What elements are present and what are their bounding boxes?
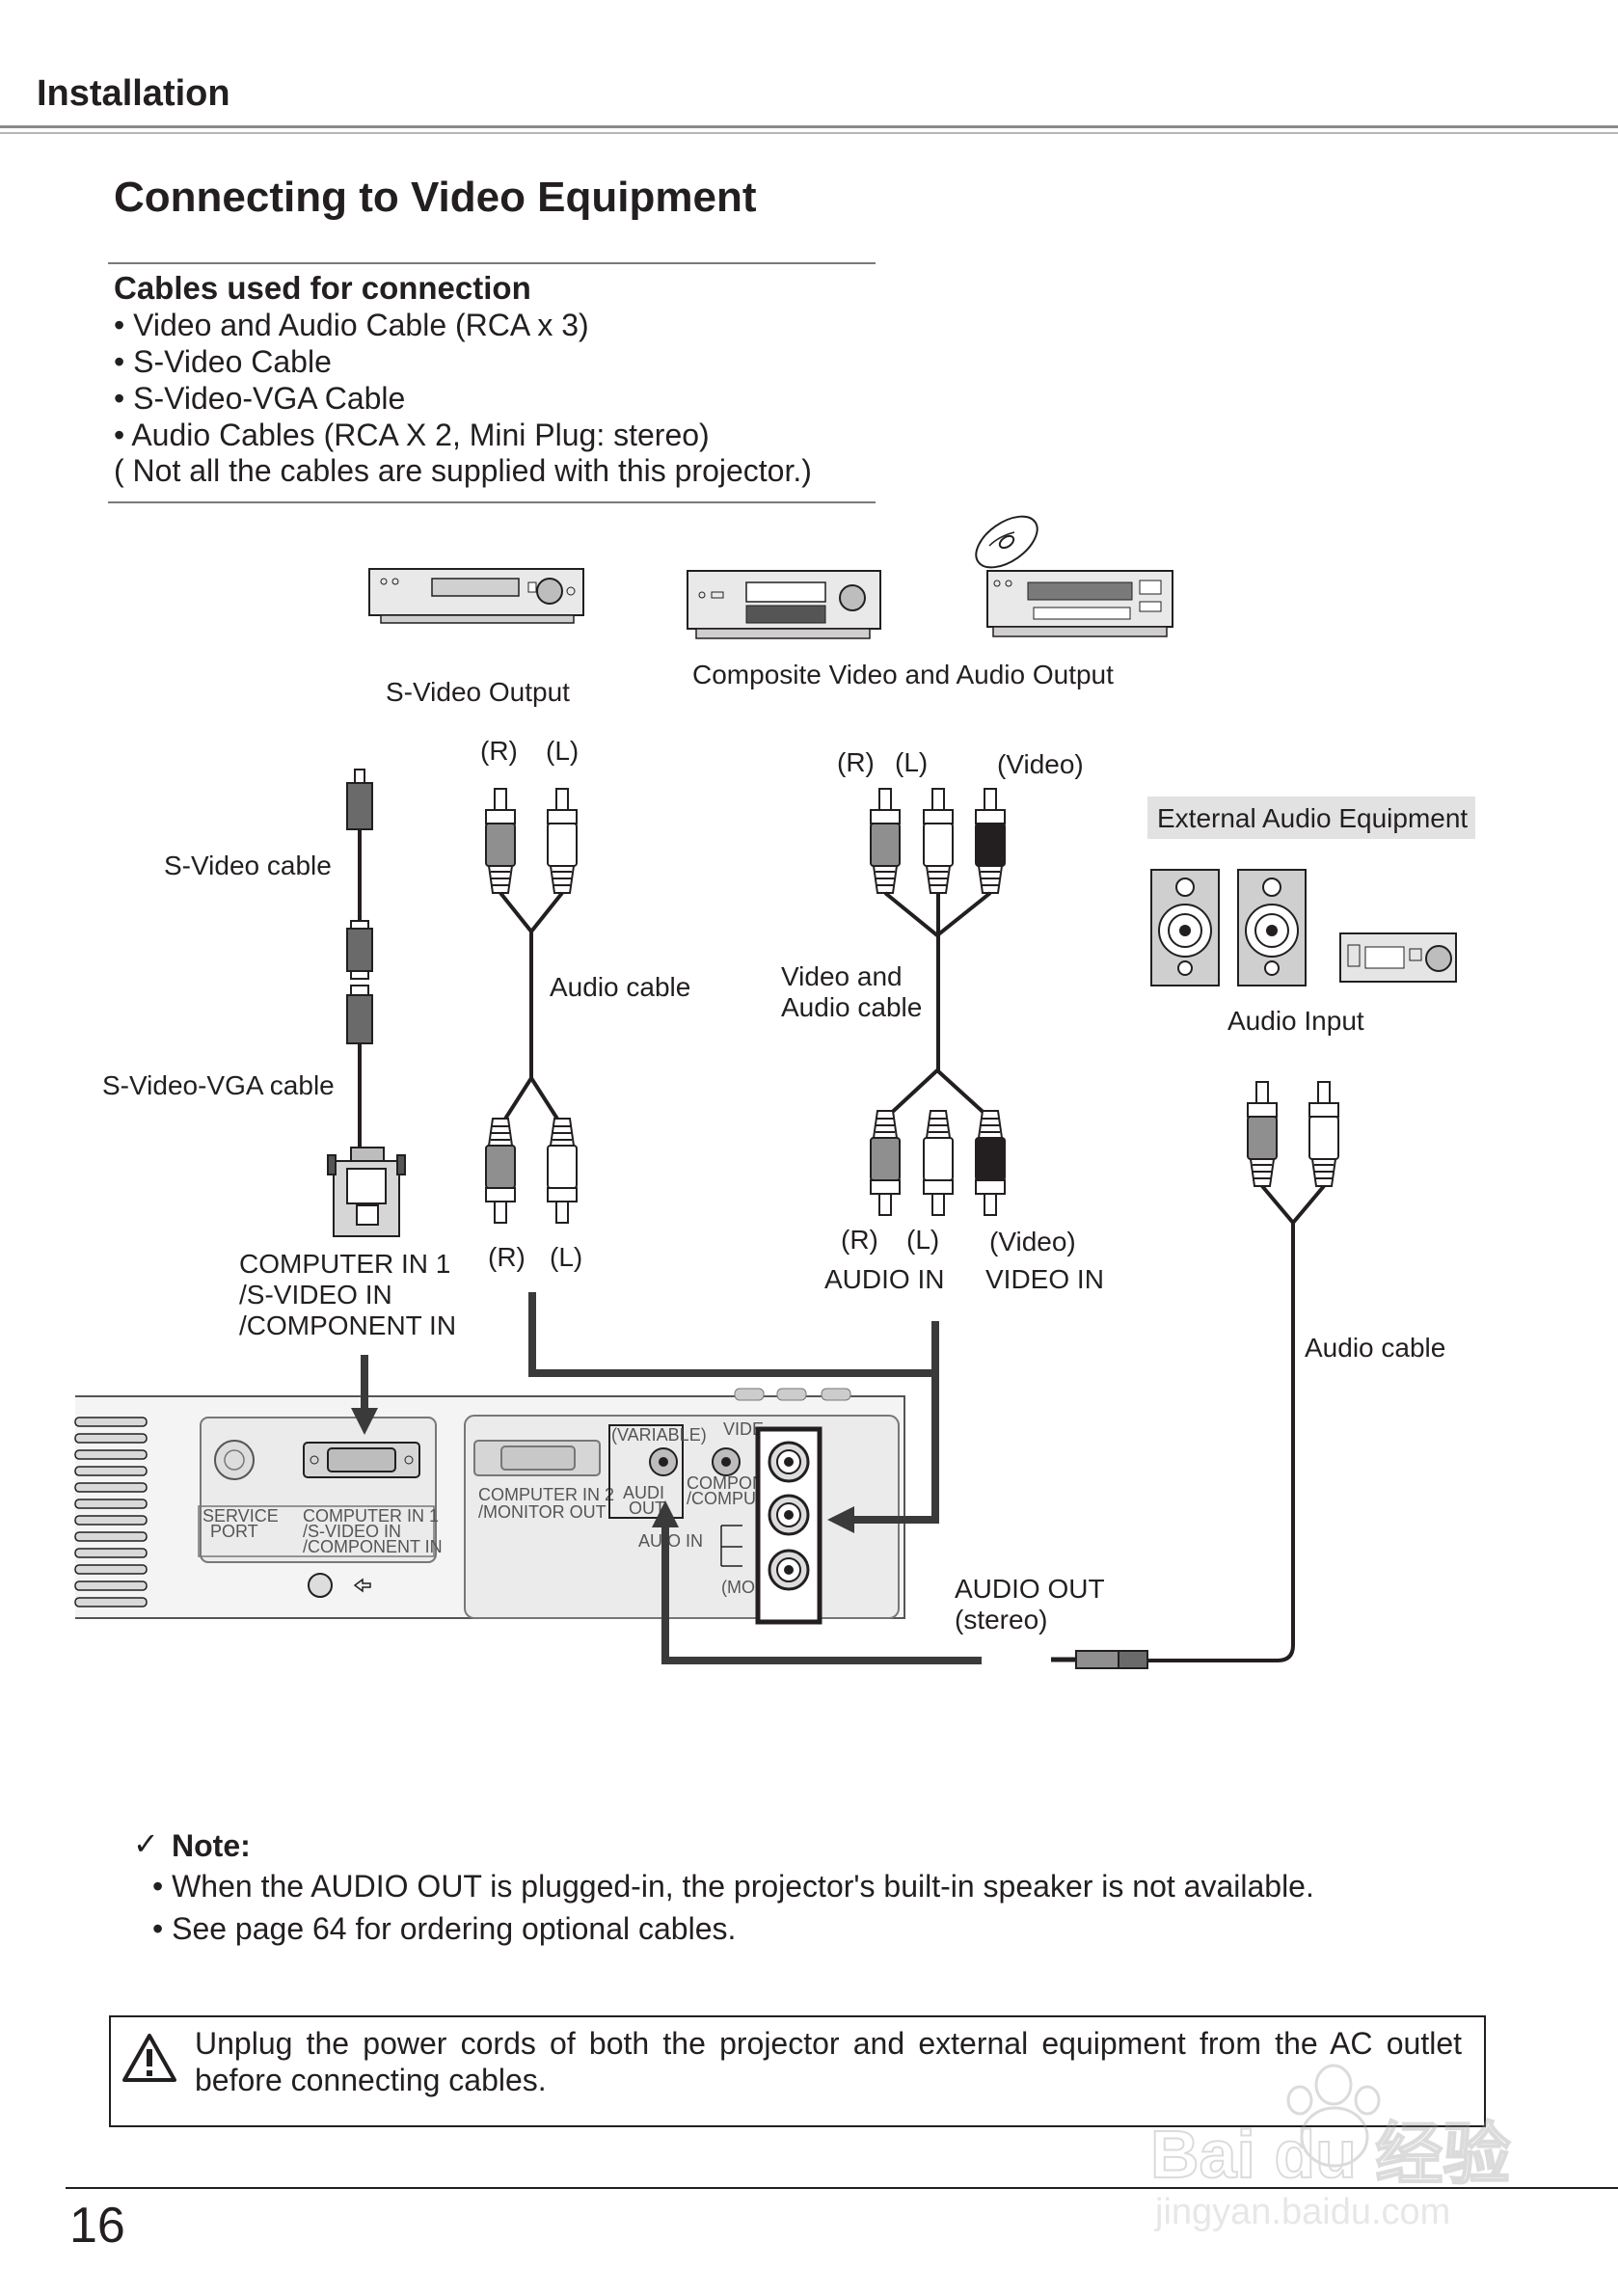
computer-in-label-2: /S-VIDEO IN — [239, 1280, 392, 1310]
note-list: • When the AUDIO OUT is plugged-in, the … — [152, 1865, 1314, 1950]
connection-diagram: S-Video Output Composite Video and Audio… — [74, 515, 1475, 1669]
vcr-svideo-device — [368, 568, 584, 624]
service-port-label: PORT — [210, 1522, 258, 1541]
video-label: (Video) — [989, 1227, 1076, 1256]
audio-in-label: AUDIO IN — [824, 1264, 944, 1294]
l-label: (L) — [546, 736, 579, 766]
l-label: (L) — [906, 1225, 939, 1255]
audio-input-label: Audio Input — [1227, 1006, 1364, 1036]
cable-item: • S-Video-VGA Cable — [114, 381, 406, 416]
panel-component-label: /COMPONENT IN — [303, 1537, 443, 1556]
panel-out-label: OUT — [629, 1499, 665, 1518]
panel-svideo-label: /S-VIDEO IN — [303, 1522, 401, 1541]
speaker-right-icon — [1237, 869, 1307, 986]
projector-panel: SERVICE PORT COMPUTER IN 1 /S-VIDEO IN /… — [74, 1388, 905, 1625]
service-port-label: SERVICE — [202, 1506, 279, 1526]
check-icon: ✓ — [133, 1826, 159, 1861]
svideo-cable — [327, 769, 406, 1237]
connection-arrows — [351, 1292, 982, 1664]
dvd-player-device — [975, 515, 1173, 637]
amplifier-icon — [1339, 932, 1457, 983]
external-audio-label: External Audio Equipment — [1157, 803, 1468, 833]
panel-audio-in-label: AU O IN — [638, 1531, 703, 1551]
l-label: (L) — [550, 1242, 582, 1272]
audio-cable-left: (R) (L) (R) (L) — [480, 736, 582, 1272]
panel-audio-label: AUDI — [623, 1483, 664, 1502]
cables-footnote: ( Not all the cables are supplied with t… — [114, 453, 812, 488]
audio-out-label-1: AUDIO OUT — [955, 1574, 1105, 1604]
panel-variable-label: (VARIABLE) — [611, 1425, 707, 1445]
svg-text:jingyan.baidu.com: jingyan.baidu.com — [1154, 2192, 1450, 2232]
note-item: • See page 64 for ordering optional cabl… — [152, 1911, 737, 1946]
panel-component-label: COMPONE — [687, 1473, 776, 1493]
video-audio-cable: (R) (L) (Video) (R) (L) (Video) — [837, 747, 1084, 1256]
r-label: (R) — [488, 1242, 526, 1272]
panel-video-label: VIDE — [723, 1419, 764, 1439]
svideo-cable-label: S-Video cable — [164, 851, 332, 880]
note-item: • When the AUDIO OUT is plugged-in, the … — [152, 1869, 1314, 1904]
header-rule-thin — [0, 132, 1618, 134]
panel-monitor-out-label: /MONITOR OUT — [478, 1502, 607, 1522]
footer-rule — [66, 2187, 1618, 2189]
cable-item: • S-Video Cable — [114, 344, 332, 379]
warning-box — [109, 2015, 1486, 2127]
baidu-watermark-logo: Bai du 经验 jingyan.baidu.com — [1149, 2064, 1511, 2232]
cables-list: • Video and Audio Cable (RCA x 3) • S-Vi… — [114, 307, 710, 453]
speaker-left-icon — [1150, 869, 1220, 986]
cable-item: • Audio Cables (RCA X 2, Mini Plug: ster… — [114, 418, 710, 452]
video-audio-cable-label-1: Video and — [781, 961, 903, 991]
panel-computer-in-label: COMPUTER IN 1 — [303, 1506, 439, 1526]
r-label: (R) — [837, 747, 875, 777]
note-title: Note: — [172, 1828, 251, 1863]
warning-icon — [122, 2034, 176, 2082]
page-title: Connecting to Video Equipment — [114, 174, 757, 221]
computer-in-label-1: COMPUTER IN 1 — [239, 1249, 450, 1279]
panel-computer-label: /COMPUTI — [687, 1489, 771, 1508]
audio-cable-label: Audio cable — [550, 972, 690, 1002]
svideo-vga-cable-label: S-Video-VGA cable — [102, 1070, 335, 1100]
computer-in-label-3: /COMPONENT IN — [239, 1310, 456, 1340]
page-number: 16 — [69, 2198, 125, 2254]
cables-heading: Cables used for connection — [114, 270, 531, 306]
panel-computer-in2-label: COMPUTER IN 2 — [478, 1485, 614, 1504]
section-header: Installation — [37, 73, 230, 114]
video-audio-cable-label-2: Audio cable — [781, 992, 922, 1022]
composite-output-label: Composite Video and Audio Output — [692, 660, 1114, 689]
audio-cable-right-label: Audio cable — [1305, 1333, 1445, 1363]
cables-box — [108, 262, 876, 503]
svideo-output-label: S-Video Output — [386, 677, 570, 707]
l-label: (L) — [895, 747, 928, 777]
header-rule — [0, 125, 1618, 128]
vcr-composite-device — [687, 570, 881, 639]
svg-text:Bai du 经验: Bai du 经验 — [1150, 2117, 1510, 2192]
external-audio-box — [1147, 797, 1475, 839]
video-in-label: VIDEO IN — [985, 1264, 1104, 1294]
cable-item: • Video and Audio Cable (RCA x 3) — [114, 308, 589, 342]
r-label: (R) — [480, 736, 518, 766]
audio-cable-right — [1051, 1081, 1339, 1669]
video-label: (Video) — [997, 749, 1084, 779]
r-label: (R) — [841, 1225, 878, 1255]
audio-out-label-2: (stereo) — [955, 1605, 1047, 1634]
warning-text: Unplug the power cords of both the proje… — [195, 2026, 1462, 2097]
